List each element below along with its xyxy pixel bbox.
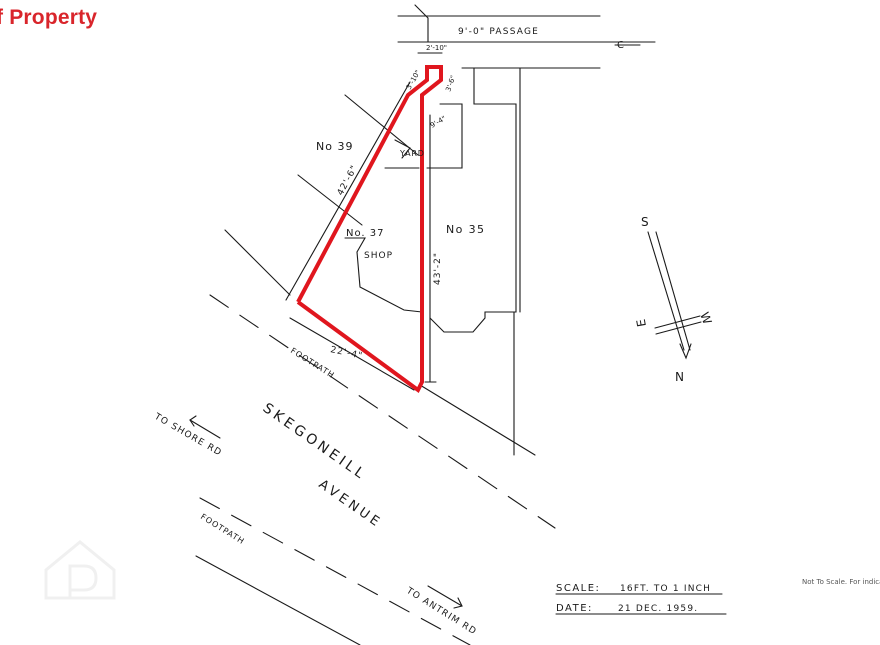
property-boundary-outline [296, 65, 443, 394]
no35-outline [429, 67, 517, 333]
to-shore-arrow-line [189, 419, 221, 439]
passage-label: 9'-0" PASSAGE [458, 27, 539, 37]
property-logo-watermark-icon [44, 540, 116, 600]
shop-label: SHOP [364, 251, 393, 261]
to-shore-arrowhead [189, 415, 197, 427]
north-arrow-cross-b [655, 321, 702, 335]
north-arrow-shaft-a [647, 231, 685, 351]
footpath-label-top: FOOTPATH [289, 346, 336, 380]
page-title: f Property [0, 6, 98, 29]
to-antrim-arrow-line [427, 585, 463, 607]
footpath-bottom-edge [195, 555, 361, 645]
no39-boundary-line [224, 229, 291, 296]
front-building-line [419, 384, 536, 456]
yard-label: YARD [399, 149, 425, 158]
street-kerb-bottom [199, 497, 471, 645]
north-arrow-s: S [641, 215, 649, 229]
north-arrow-n: N [675, 369, 684, 383]
footpath-label-bottom: FOOTPATH [199, 512, 246, 546]
no39-party-line [344, 94, 419, 156]
road-name-line2: AVENUE [316, 477, 385, 532]
no39-label: No 39 [316, 140, 353, 153]
scale-label: SCALE: [556, 583, 600, 594]
road-name-line1: SKEGONEILL [260, 400, 370, 484]
side-dimension-line [285, 81, 411, 301]
to-antrim-arrowhead [453, 597, 463, 609]
top-dimension-d: 9'-4" [429, 115, 447, 130]
north-arrow-cross-a [654, 315, 701, 329]
no35-rear-wall [515, 67, 521, 313]
north-arrow-shaft-b [655, 231, 691, 351]
no35-label: No 35 [446, 223, 485, 236]
north-arrow-w: W [697, 310, 714, 326]
date-value: 21 DEC. 1959. [618, 604, 698, 614]
to-shore-label: TO SHORE RD [152, 411, 224, 458]
no35-return [426, 103, 463, 169]
right-dimension-label: 43'-2" [433, 252, 443, 285]
no37-label: No. 37 [346, 228, 385, 239]
scale-value: 16FT. TO 1 INCH [620, 584, 711, 594]
no39-lower-line [297, 174, 363, 226]
passage-arrow-mark: C [617, 40, 624, 51]
top-dimension-a: 2'-10" [426, 44, 447, 52]
passage-corner-line [414, 4, 429, 19]
north-arrow-e: E [634, 318, 649, 328]
scale-disclaimer: Not To Scale. For indica [802, 578, 880, 586]
front-dimension-line [289, 317, 415, 391]
shop-wall [344, 237, 423, 313]
top-dimension-c: 3'-6" [444, 74, 457, 92]
north-arrow-head [679, 343, 692, 360]
date-label: DATE: [556, 603, 593, 614]
